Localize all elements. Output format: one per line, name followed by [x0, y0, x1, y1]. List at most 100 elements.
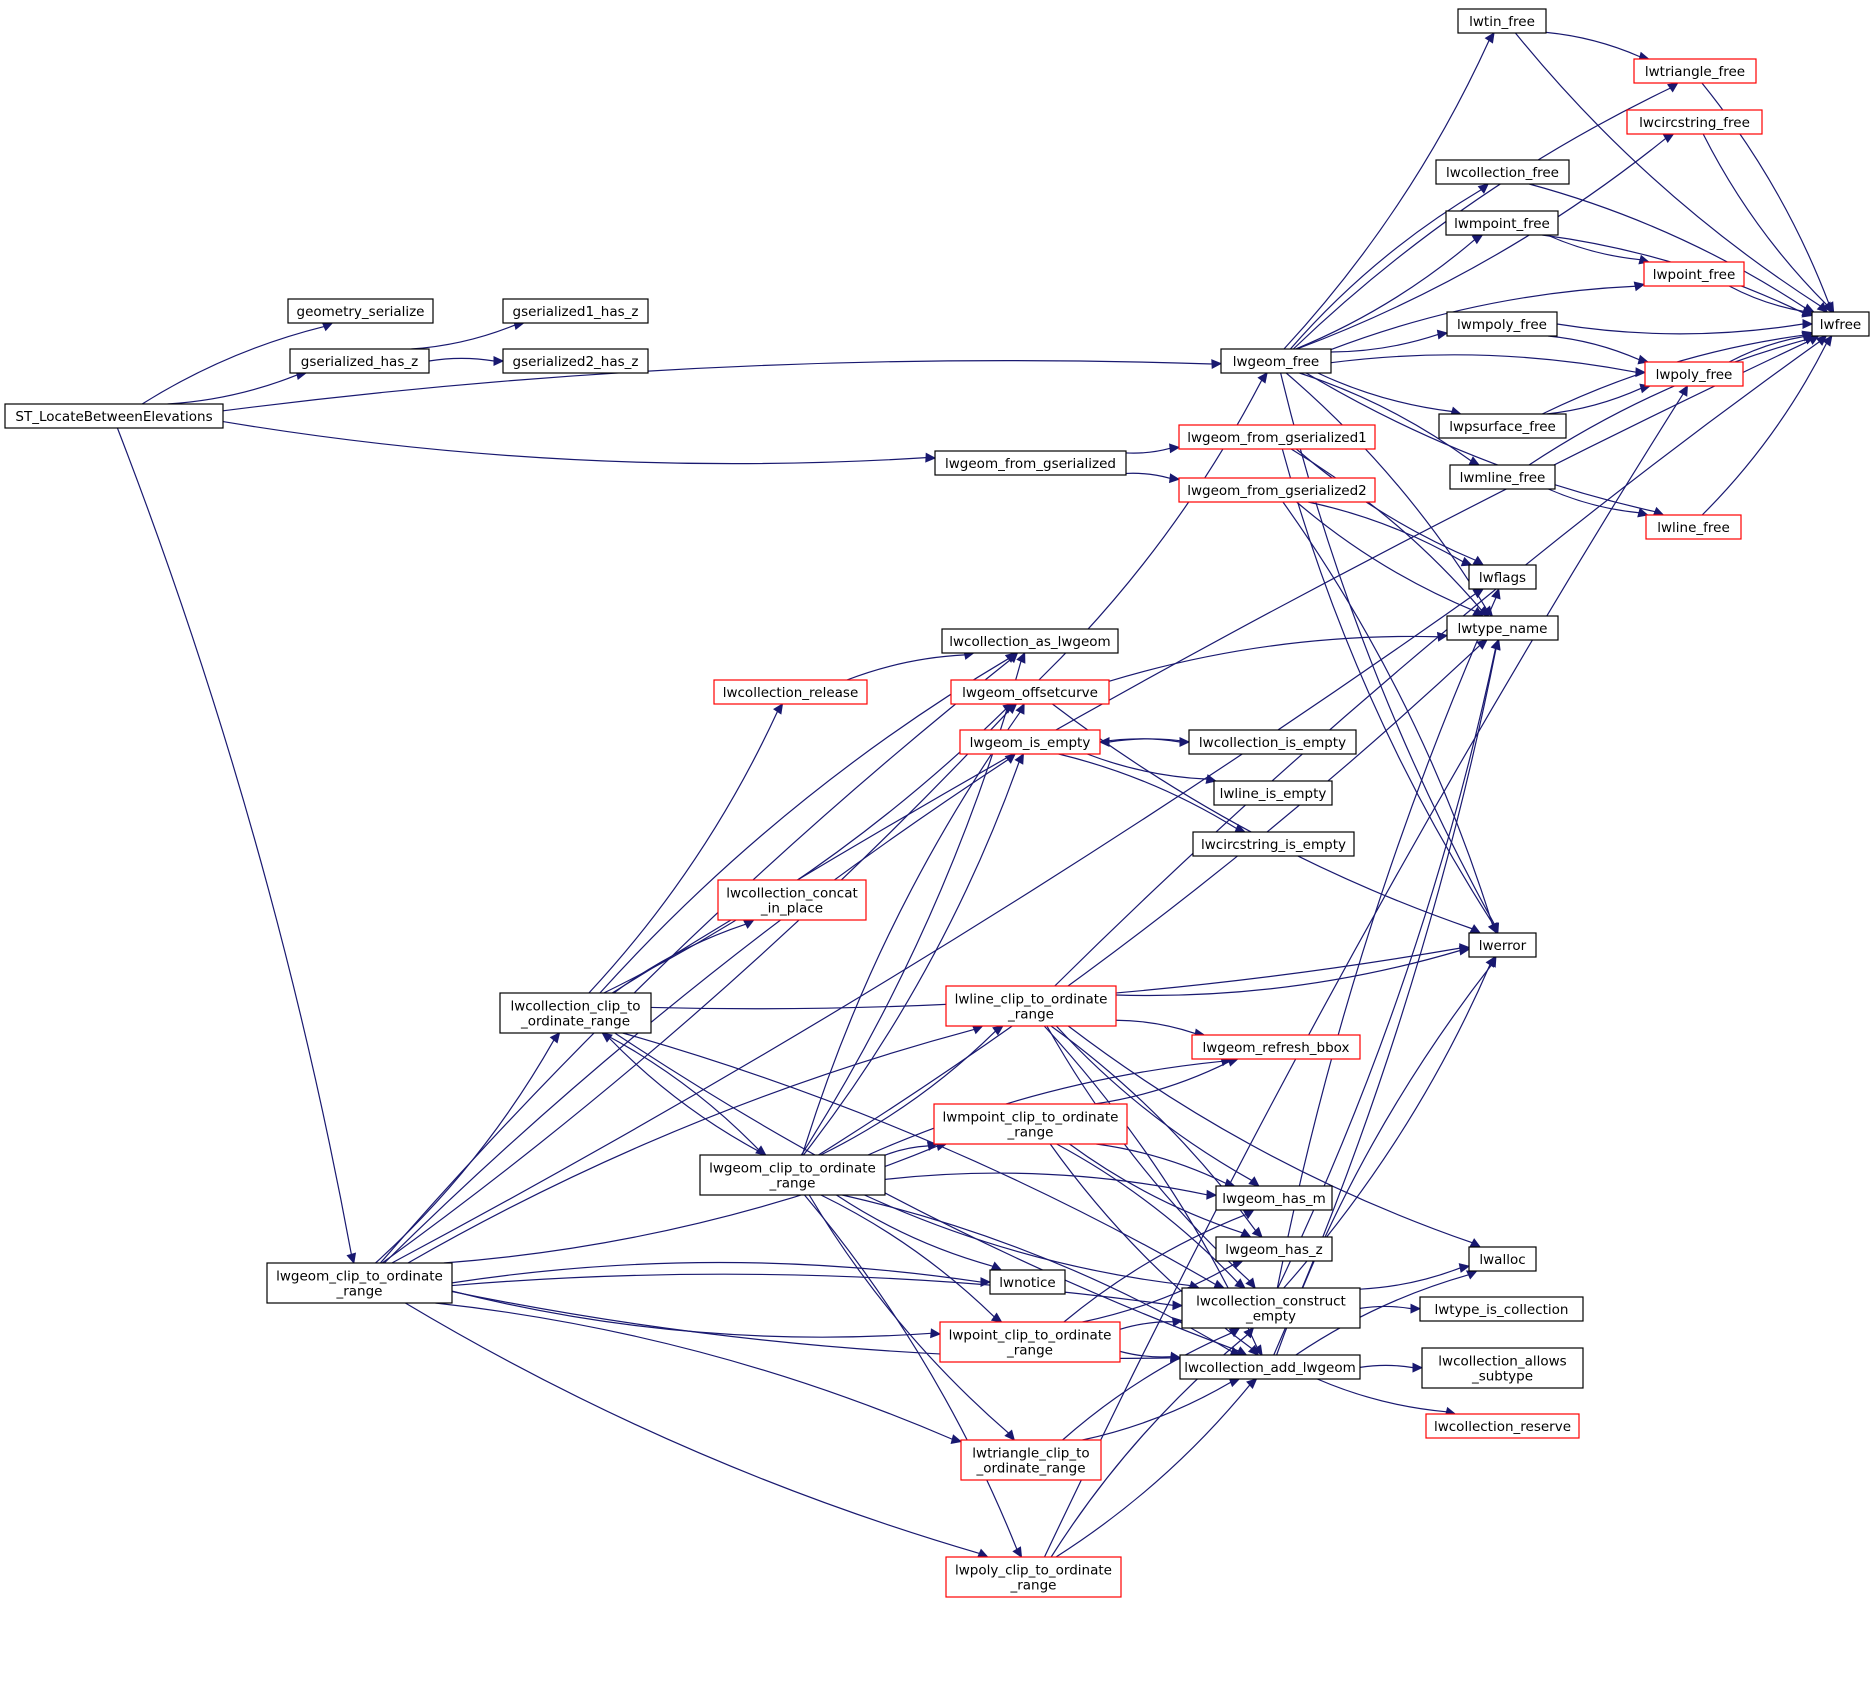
node-lwgeom-has-m[interactable]: lwgeom_has_m — [1215, 1185, 1333, 1211]
node-lwtype-is-collection[interactable]: lwtype_is_collection — [1419, 1296, 1584, 1322]
node-lwpoint-clip[interactable]: lwpoint_clip_to_ordinate_range — [939, 1321, 1121, 1363]
node-lwgeom-clip-outer[interactable]: lwgeom_clip_to_ordinate_range — [266, 1262, 453, 1304]
node-lwpoly-clip[interactable]: lwpoly_clip_to_ordinate_range — [945, 1556, 1122, 1598]
node-lwtype-name[interactable]: lwtype_name — [1446, 615, 1559, 641]
node-label: lwcollection_concat — [726, 886, 858, 902]
edge-lwgeom_free-to-lwtin_free — [1283, 40, 1490, 350]
edge-lwgeom_is_empty-to-lwcircstring_is_empty — [1058, 753, 1237, 830]
node-lwgeom-refresh-bbox[interactable]: lwgeom_refresh_bbox — [1191, 1034, 1361, 1060]
node-lwtriangle-free[interactable]: lwtriangle_free — [1633, 58, 1757, 84]
edge-lwgeom_from_gserialized2-to-lwflags — [1307, 501, 1464, 563]
node-box — [1215, 1236, 1333, 1262]
node-lwcollection-allows-subtype[interactable]: lwcollection_allows_subtype — [1421, 1347, 1584, 1389]
node-lwalloc[interactable]: lwalloc — [1468, 1246, 1537, 1272]
node-st-locate[interactable]: ST_LocateBetweenElevations — [4, 403, 224, 429]
node-lwcollection-concat[interactable]: lwcollection_concat_in_place — [717, 879, 867, 921]
node-label: lwfree — [1820, 317, 1861, 333]
arrowhead-lwgeom_from_gserialized-to-lwgeom_from_gserialized2 — [1169, 473, 1181, 484]
edge-lwline_clip-to-lwfree — [1054, 341, 1820, 987]
node-lwfree[interactable]: lwfree — [1811, 311, 1870, 337]
edge-lwtriangle_free-to-lwfree — [1701, 82, 1830, 305]
node-box — [1446, 311, 1558, 337]
edge-lwgeom_clip_inner-to-lwgeom_offsetcurve — [801, 711, 1021, 1156]
node-label: lwcollection_add_lwgeom — [1184, 1360, 1356, 1376]
edge-lwgeom_free-to-lwcollection_free — [1289, 189, 1482, 350]
edge-lwgeom_free-to-lwpoint_free — [1330, 285, 1636, 351]
node-lwpoly-free[interactable]: lwpoly_free — [1644, 361, 1744, 387]
node-box — [934, 450, 1127, 476]
node-lwflags[interactable]: lwflags — [1468, 564, 1537, 590]
node-label: lwgeom_free — [1233, 354, 1319, 370]
edge-lwtriangle_clip-to-lwcollection_construct_empty — [1062, 1332, 1233, 1441]
node-lwnotice[interactable]: lwnotice — [989, 1269, 1066, 1295]
node-gserialized1-has-z[interactable]: gserialized1_has_z — [502, 298, 649, 324]
node-label: lwpoint_free — [1653, 267, 1736, 283]
node-label: lwcircstring_is_empty — [1201, 837, 1346, 853]
edge-lwgeom_clip_outer-to-lwline_clip — [407, 1028, 975, 1264]
node-label: lwmpoint_clip_to_ordinate — [943, 1110, 1119, 1126]
node-box — [941, 628, 1119, 654]
node-box — [960, 1439, 1102, 1481]
edge-lwcollection_add_lwgeom-to-lwalloc — [1295, 1274, 1469, 1356]
node-geometry-serialize[interactable]: geometry_serialize — [287, 298, 434, 324]
node-lwcircstring-is-empty[interactable]: lwcircstring_is_empty — [1192, 831, 1355, 857]
node-box — [989, 1269, 1066, 1295]
node-lwline-clip[interactable]: lwline_clip_to_ordinate_range — [945, 985, 1117, 1027]
node-lwcollection-clip[interactable]: lwcollection_clip_to_ordinate_range — [499, 992, 652, 1034]
node-lwcollection-free[interactable]: lwcollection_free — [1435, 159, 1570, 185]
arrowhead-lwcollection_construct_empty-to-lwalloc — [1458, 1263, 1471, 1273]
node-lwmline-free[interactable]: lwmline_free — [1449, 464, 1556, 490]
node-label: _range — [1009, 1578, 1056, 1594]
node-lwcollection-construct-empty[interactable]: lwcollection_construct_empty — [1181, 1287, 1361, 1329]
node-lwcollection-release[interactable]: lwcollection_release — [713, 679, 868, 705]
node-lwline-free[interactable]: lwline_free — [1645, 514, 1742, 540]
node-lwgeom-free[interactable]: lwgeom_free — [1220, 348, 1332, 374]
node-lwline-is-empty[interactable]: lwline_is_empty — [1213, 780, 1333, 806]
node-lwmpoint-free[interactable]: lwmpoint_free — [1445, 210, 1559, 236]
node-lwpsurface-free[interactable]: lwpsurface_free — [1438, 413, 1567, 439]
node-label: lwtype_name — [1458, 621, 1548, 637]
node-lwgeom-from-gserialized2[interactable]: lwgeom_from_gserialized2 — [1178, 477, 1376, 503]
node-box — [1626, 109, 1763, 135]
node-lwtin-free[interactable]: lwtin_free — [1457, 8, 1547, 34]
node-lwcollection-reserve[interactable]: lwcollection_reserve — [1425, 1413, 1580, 1439]
edge-lwtin_free-to-lwfree — [1514, 32, 1821, 307]
arrowhead-lwgeom_free-to-lwtype_name — [1482, 605, 1494, 617]
node-lwgeom-clip-inner[interactable]: lwgeom_clip_to_ordinate_range — [699, 1154, 886, 1196]
node-lwmpoly-free[interactable]: lwmpoly_free — [1446, 311, 1558, 337]
node-lwgeom-from-gserialized1[interactable]: lwgeom_from_gserialized1 — [1178, 424, 1376, 450]
node-box — [717, 879, 867, 921]
node-lwtriangle-clip[interactable]: lwtriangle_clip_to_ordinate_range — [960, 1439, 1102, 1481]
node-lwmpoint-clip[interactable]: lwmpoint_clip_to_ordinate_range — [933, 1103, 1128, 1145]
edge-lwcollection_is_empty-to-lwgeom_is_empty — [1108, 738, 1190, 743]
node-label: lwgeom_from_gserialized1 — [1187, 430, 1367, 446]
node-lwgeom-is-empty[interactable]: lwgeom_is_empty — [959, 729, 1101, 755]
arrowhead-lwtriangle_clip-to-lwcollection_construct_empty — [1228, 1327, 1241, 1338]
node-lwgeom-from-gserialized[interactable]: lwgeom_from_gserialized — [934, 450, 1127, 476]
arrowhead-lwgeom_from_gserialized-to-lwgeom_from_gserialized1 — [1169, 443, 1181, 454]
node-lwgeom-has-z[interactable]: lwgeom_has_z — [1215, 1236, 1333, 1262]
node-lwcollection-is-empty[interactable]: lwcollection_is_empty — [1188, 729, 1357, 755]
node-box — [933, 1103, 1128, 1145]
edge-lwmpoly_free-to-lwfree — [1556, 323, 1804, 335]
node-lwpoint-free[interactable]: lwpoint_free — [1643, 261, 1745, 287]
node-label: lwmpoly_free — [1457, 317, 1547, 333]
node-label: lwgeom_clip_to_ordinate — [276, 1269, 443, 1285]
node-lwcircstring-free[interactable]: lwcircstring_free — [1626, 109, 1763, 135]
node-box — [266, 1262, 453, 1304]
node-lwgeom-offsetcurve[interactable]: lwgeom_offsetcurve — [950, 679, 1110, 705]
node-gserialized2-has-z[interactable]: gserialized2_has_z — [502, 348, 649, 374]
node-lwcollection-add-lwgeom[interactable]: lwcollection_add_lwgeom — [1179, 1354, 1361, 1380]
arrowhead-lwgeom_clip_inner-to-lwpoint_clip — [990, 1312, 1003, 1323]
node-gserialized-has-z[interactable]: gserialized_has_z — [289, 348, 430, 374]
edge-lwgeom_clip_inner-to-lwline_clip — [820, 1030, 996, 1156]
arrowhead-lwgeom_clip_inner-to-lwgeom_has_m — [1206, 1189, 1218, 1200]
arrowhead-lwgeom_from_gserialized2-to-lwflags — [1460, 556, 1473, 567]
arrowhead-lwgeom_clip_outer-to-lwgeom_offsetcurve — [1005, 703, 1018, 715]
edge-st_locate-to-geometry_serialize — [141, 325, 325, 405]
edge-lwgeom_from_gserialized2-to-lwerror — [1282, 501, 1494, 926]
node-label: _range — [335, 1284, 382, 1300]
node-lwerror[interactable]: lwerror — [1468, 932, 1537, 958]
node-lwcollection-as-lwgeom[interactable]: lwcollection_as_lwgeom — [941, 628, 1119, 654]
edge-lwgeom_free-to-lwerror — [1280, 372, 1496, 925]
